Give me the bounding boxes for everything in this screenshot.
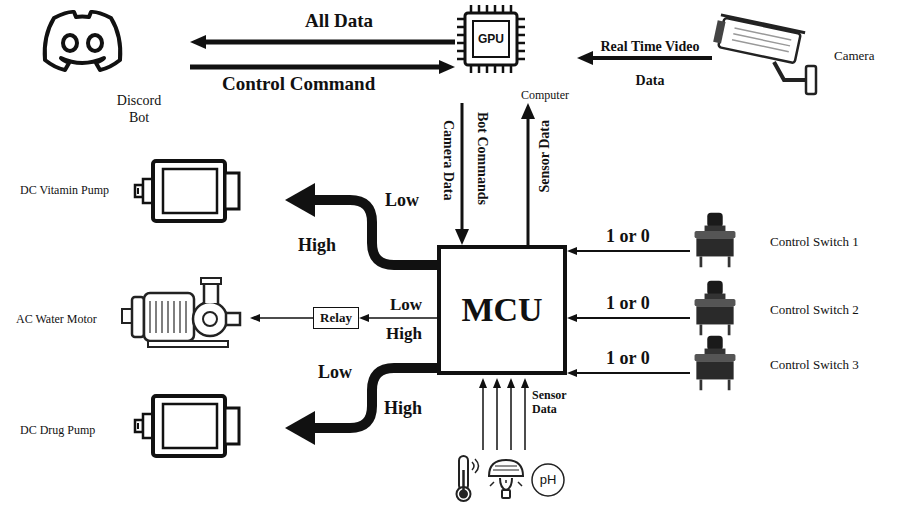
push-button-symbol (690, 335, 740, 393)
box-label: MCU (461, 291, 542, 329)
logic-level: High (298, 235, 336, 256)
mcu-box: MCU (437, 245, 567, 375)
signal-label: Sensor Data (532, 388, 578, 416)
edge-label: Control Command (222, 73, 375, 95)
edge-label: 1 or 0 (606, 293, 650, 314)
thermometer-icon (457, 456, 479, 501)
logic-level: Low (318, 362, 352, 383)
cctv-camera (712, 18, 822, 98)
connector-arrow (461, 103, 464, 237)
connector-arrow (572, 317, 690, 319)
camera-node: Camera (712, 18, 910, 103)
dc-pump-symbol (135, 155, 243, 227)
discord-logo (40, 8, 125, 73)
node-label: Control Switch 3 (770, 357, 859, 373)
edge-label: 1 or 0 (606, 348, 650, 369)
edge-label: Real Time Video Data (592, 30, 708, 98)
edge-label: 1 or 0 (606, 226, 650, 247)
logic-level: High (384, 398, 422, 419)
relay-box: Relay (313, 307, 359, 329)
push-button-symbol (690, 212, 740, 270)
drug-pump-node: DC Drug Pump (15, 385, 285, 465)
logic-level: Low (390, 295, 422, 315)
signal-label: Camera Data (440, 120, 456, 200)
node-label: GPU (473, 32, 509, 46)
connector-arrow (364, 317, 437, 319)
node-label: AC Water Motor (16, 312, 97, 327)
sensor-arrow (524, 383, 526, 450)
sensor-arrow (482, 383, 484, 450)
water-motor-node: AC Water Motor (8, 270, 250, 365)
connector-arrow (585, 56, 712, 60)
sensor-arrow (496, 383, 498, 450)
connector-arrow (572, 250, 690, 252)
node-label: DC Drug Pump (20, 423, 95, 438)
push-button-symbol (690, 280, 740, 338)
connector-arrow (190, 65, 447, 70)
switch-node: Control Switch 3 (690, 335, 912, 395)
node-label: Camera (834, 48, 874, 64)
edge-label: All Data (305, 10, 373, 32)
edge-label: Sensor Data (537, 120, 553, 192)
connector-arrow (527, 111, 530, 245)
switch-node: Control Switch 1 (690, 212, 912, 272)
sensor-arrows (483, 383, 525, 450)
ac-motor-symbol (118, 275, 243, 360)
box-label: Relay (320, 310, 352, 326)
computer-node: GPU Computer (455, 3, 577, 103)
sensor-symbol-text: pH (536, 471, 560, 489)
ph-sensor-icon (532, 464, 564, 496)
logic-level: High (386, 324, 422, 344)
switch-node: Control Switch 2 (690, 280, 912, 340)
logic-level: Low (385, 190, 419, 211)
sensor-arrow (510, 383, 512, 450)
node-label: Computer (521, 88, 569, 103)
node-label: Control Switch 2 (770, 302, 859, 318)
node-label: DC Vitamin Pump (20, 183, 109, 198)
connector-arrow (255, 317, 313, 319)
connector-arrow (572, 372, 690, 374)
node-label: Discord Bot (108, 92, 170, 126)
connector-arrow (198, 40, 455, 45)
discord-bot-node: Discord Bot (40, 8, 190, 130)
node-label: Control Switch 1 (770, 234, 859, 250)
dc-pump-symbol (135, 390, 243, 462)
light-sensor-icon (489, 460, 523, 498)
edge-label: Bot Commands (474, 112, 490, 205)
vitamin-pump-node: DC Vitamin Pump (15, 150, 285, 235)
